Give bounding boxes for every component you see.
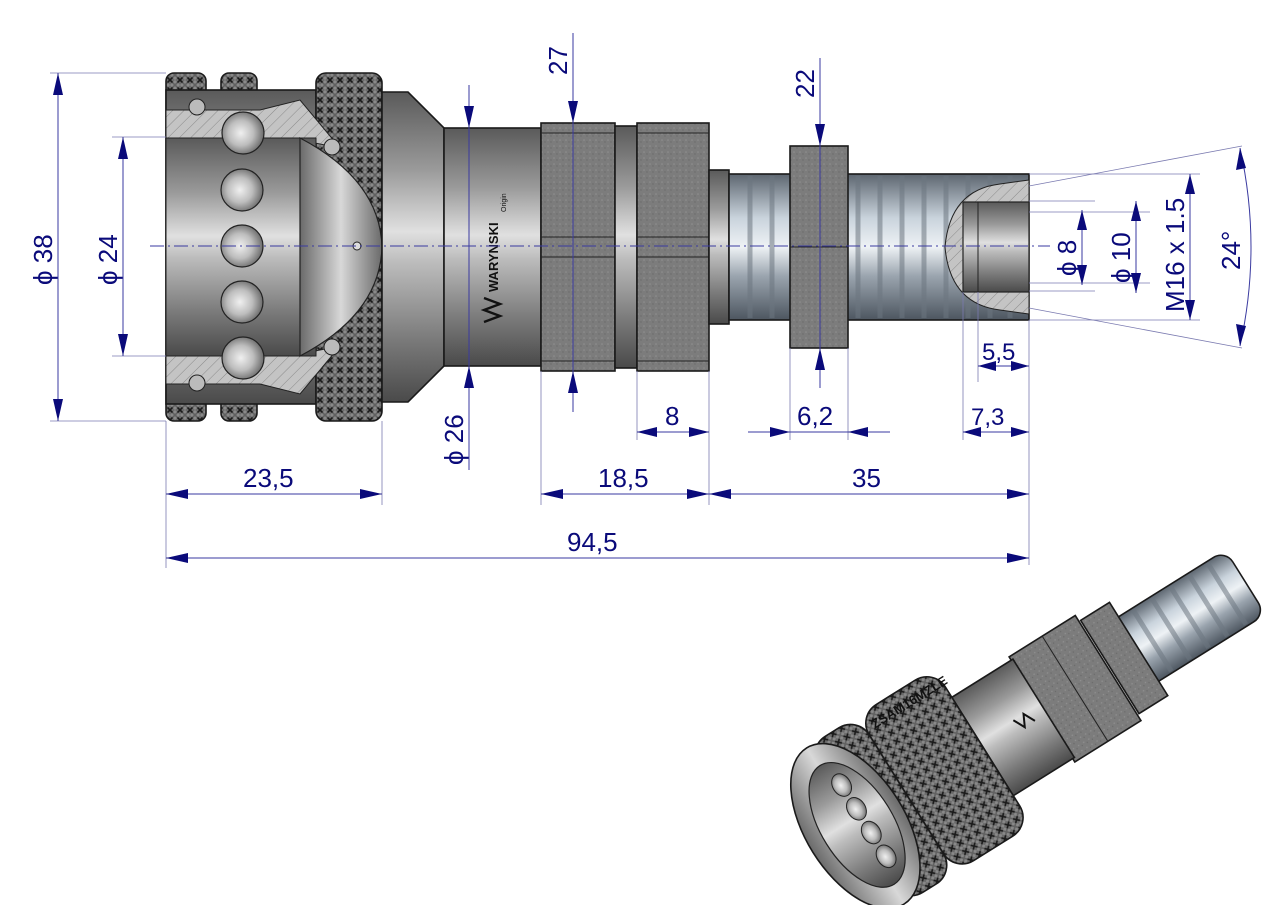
neck (708, 169, 730, 325)
dim-bore-diameter: ϕ 24 (93, 234, 123, 285)
dim-nut-size: 22 (790, 69, 820, 98)
dim-sleeve-length: 23,5 (243, 463, 294, 493)
dim-sleeve-diameter: ϕ 26 (439, 414, 469, 465)
dim-total-length: 94,5 (567, 527, 618, 557)
iso-balls (831, 773, 897, 869)
dim-bore-depth: 7,3 (971, 404, 1004, 431)
ball (220, 280, 264, 324)
dimensions: ϕ 38 ϕ 24 ϕ 26 27 22 (28, 33, 1252, 568)
hex-body-b (636, 122, 710, 372)
dim-cone-depth: 5,5 (982, 339, 1015, 366)
dim-nut-width: 6,2 (797, 401, 833, 431)
body-cone (381, 91, 445, 403)
isometric-view: ZSAM16MZLE (789, 554, 1262, 905)
brand-logo: WARYNSKI Origin (480, 193, 508, 324)
dim-thread: M16 x 1.5 (1160, 198, 1190, 312)
seal-ring (188, 98, 206, 116)
ball (221, 336, 265, 380)
iso-logo-icon (1012, 711, 1036, 730)
side-view: WARYNSKI Origin (150, 72, 1050, 422)
dim-inner-diameter-large: ϕ 10 (1106, 232, 1136, 283)
seal-ring (323, 138, 341, 156)
hex-body-a (540, 122, 616, 372)
locking-balls (188, 98, 362, 392)
ball (220, 168, 264, 212)
dim-body-length: 18,5 (598, 463, 649, 493)
seal-ring (188, 374, 206, 392)
dim-outer-diameter: ϕ 38 (28, 234, 58, 285)
iso-locknut (1079, 601, 1169, 715)
dim-hex-width: 8 (665, 401, 679, 431)
ball (221, 111, 265, 155)
wn-logo-icon (480, 296, 504, 324)
seal-ring (323, 338, 341, 356)
hex-gap (614, 125, 638, 369)
inner-bore (962, 201, 1030, 293)
dim-cone-angle: 24° (1216, 231, 1246, 270)
brand-sub: Origin (501, 193, 508, 212)
dim-inner-diameter-small: ϕ 8 (1052, 240, 1082, 276)
dim-thread-length: 35 (852, 463, 881, 493)
brand-name: WARYNSKI (486, 222, 501, 292)
body-sleeve (443, 127, 542, 367)
dim-hex-body-size: 27 (543, 46, 573, 75)
